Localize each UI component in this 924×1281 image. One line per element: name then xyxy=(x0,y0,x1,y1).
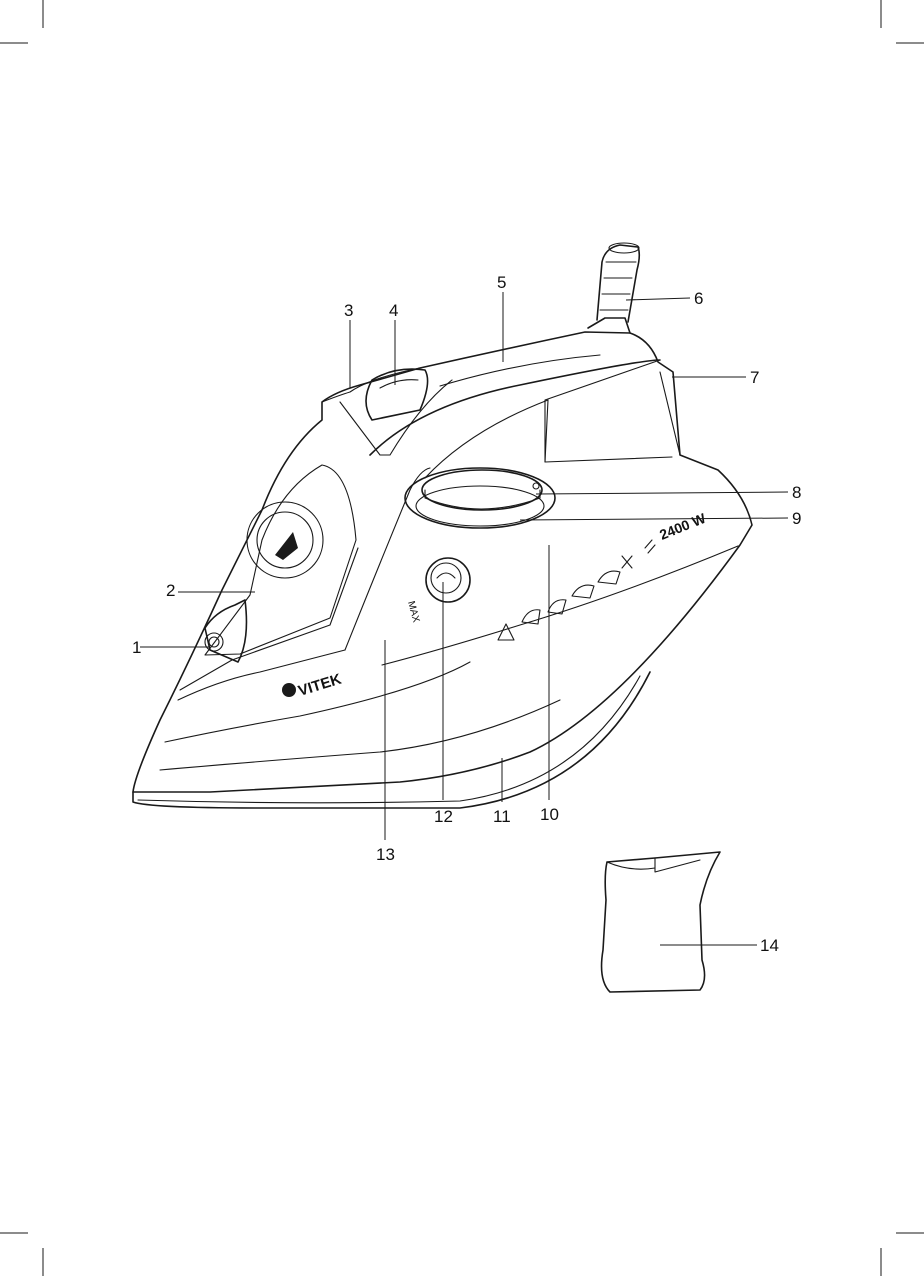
leader-lines xyxy=(140,292,788,945)
callout-4: 4 xyxy=(389,301,398,320)
measuring-cup xyxy=(602,852,720,992)
callout-14: 14 xyxy=(760,936,779,955)
steam-button-icon xyxy=(275,532,298,560)
callout-2: 2 xyxy=(166,581,175,600)
temperature-dial xyxy=(405,468,555,528)
brand-logo-icon xyxy=(282,683,296,697)
callout-labels: 1 2 3 4 5 6 7 8 9 10 11 12 13 14 xyxy=(132,273,801,955)
spray-nozzle xyxy=(205,600,246,662)
handle xyxy=(370,360,660,455)
callout-7: 7 xyxy=(750,368,759,387)
power-rating: 2400 W xyxy=(657,510,708,543)
brand-name: VITEK xyxy=(296,671,343,700)
callout-8: 8 xyxy=(792,483,801,502)
callout-6: 6 xyxy=(694,289,703,308)
callout-12: 12 xyxy=(434,807,453,826)
cord-guard xyxy=(588,243,639,333)
callout-3: 3 xyxy=(344,301,353,320)
button-4 xyxy=(366,369,428,420)
callout-1: 1 xyxy=(132,638,141,657)
callout-13: 13 xyxy=(376,845,395,864)
callout-10: 10 xyxy=(540,805,559,824)
self-clean-button xyxy=(426,558,470,602)
callout-11: 11 xyxy=(493,807,511,826)
max-label: MAX xyxy=(405,600,421,624)
callout-5: 5 xyxy=(497,273,506,292)
callout-9: 9 xyxy=(792,509,801,528)
